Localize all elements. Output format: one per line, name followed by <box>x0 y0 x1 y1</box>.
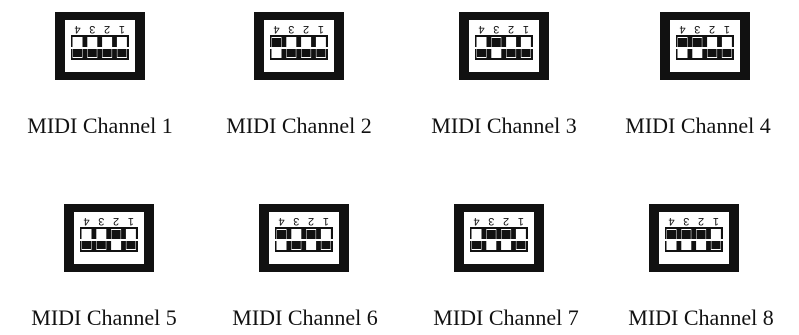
dip-number-label: 3 <box>89 23 95 35</box>
switch-rail <box>270 47 328 49</box>
dip-number-label: 2 <box>104 23 110 35</box>
switch-actuator <box>96 239 106 249</box>
caption-channel-1: MIDI Channel 1 <box>27 113 173 138</box>
switch-actuator <box>501 230 511 240</box>
dip-number-label: 2 <box>308 215 314 227</box>
switch-actuator <box>491 38 501 48</box>
switch-actuator <box>126 239 136 249</box>
switch-actuator <box>82 239 91 249</box>
switch-actuator <box>73 47 82 57</box>
dip-number-label: 4 <box>478 23 484 35</box>
dip-number-label: 3 <box>98 215 104 227</box>
switch-rail <box>470 239 528 241</box>
switch-actuator <box>316 47 326 57</box>
switch-actuator <box>272 38 281 48</box>
caption-channel-8: MIDI Channel 8 <box>628 305 774 330</box>
switch-actuator <box>696 230 706 240</box>
switch-actuator <box>681 230 691 240</box>
dip-number-label: 3 <box>493 23 499 35</box>
dip-number-label: 3 <box>488 215 494 227</box>
switch-actuator <box>477 47 486 57</box>
caption-channel-5: MIDI Channel 5 <box>31 305 177 330</box>
dip-number-label: 4 <box>83 215 89 227</box>
dip-number-label: 4 <box>473 215 479 227</box>
switch-actuator <box>521 47 531 57</box>
dip-number-label: 1 <box>119 23 125 35</box>
dip-number-label: 1 <box>713 215 719 227</box>
dip-number-label: 1 <box>518 215 524 227</box>
caption-channel-4: MIDI Channel 4 <box>625 113 771 138</box>
switch-actuator <box>486 230 496 240</box>
dip-number-label: 3 <box>288 23 294 35</box>
dip-number-label: 1 <box>323 215 329 227</box>
dip-number-label: 3 <box>694 23 700 35</box>
dip-number-label: 1 <box>128 215 134 227</box>
caption-channel-2: MIDI Channel 2 <box>226 113 372 138</box>
switch-actuator <box>286 47 296 57</box>
switch-actuator <box>277 230 286 240</box>
dip-number-label: 3 <box>293 215 299 227</box>
switch-actuator <box>692 38 702 48</box>
switch-actuator <box>678 38 687 48</box>
caption-channel-3: MIDI Channel 3 <box>431 113 577 138</box>
switch-actuator <box>506 47 516 57</box>
switch-rail <box>676 47 734 49</box>
caption-channel-6: MIDI Channel 6 <box>232 305 378 330</box>
dip-number-label: 4 <box>668 215 674 227</box>
switch-actuator <box>707 47 717 57</box>
switch-actuator <box>111 230 121 240</box>
switch-actuator <box>301 47 311 57</box>
switch-actuator <box>472 239 481 249</box>
switch-actuator <box>102 47 112 57</box>
switch-rail <box>665 239 723 241</box>
switch-actuator <box>291 239 301 249</box>
switch-actuator <box>722 47 732 57</box>
switch-actuator <box>306 230 316 240</box>
dip-number-label: 1 <box>523 23 529 35</box>
dip-number-label: 1 <box>724 23 730 35</box>
dip-number-label: 4 <box>278 215 284 227</box>
switch-actuator <box>516 239 526 249</box>
switch-actuator <box>667 230 676 240</box>
switch-rail <box>475 47 533 49</box>
dip-number-label: 1 <box>318 23 324 35</box>
dip-number-label: 2 <box>303 23 309 35</box>
dip-number-label: 4 <box>74 23 80 35</box>
dip-number-label: 2 <box>709 23 715 35</box>
dip-number-label: 4 <box>273 23 279 35</box>
switch-actuator <box>117 47 127 57</box>
dip-number-label: 3 <box>683 215 689 227</box>
switch-actuator <box>711 239 721 249</box>
dip-number-label: 2 <box>113 215 119 227</box>
switch-rail <box>80 239 138 241</box>
dip-number-label: 2 <box>503 215 509 227</box>
switch-actuator <box>321 239 331 249</box>
dip-number-label: 2 <box>508 23 514 35</box>
switch-rail <box>275 239 333 241</box>
switch-rail <box>71 47 129 49</box>
dip-number-label: 2 <box>698 215 704 227</box>
dip-number-label: 4 <box>679 23 685 35</box>
switch-actuator <box>87 47 97 57</box>
caption-channel-7: MIDI Channel 7 <box>433 305 579 330</box>
